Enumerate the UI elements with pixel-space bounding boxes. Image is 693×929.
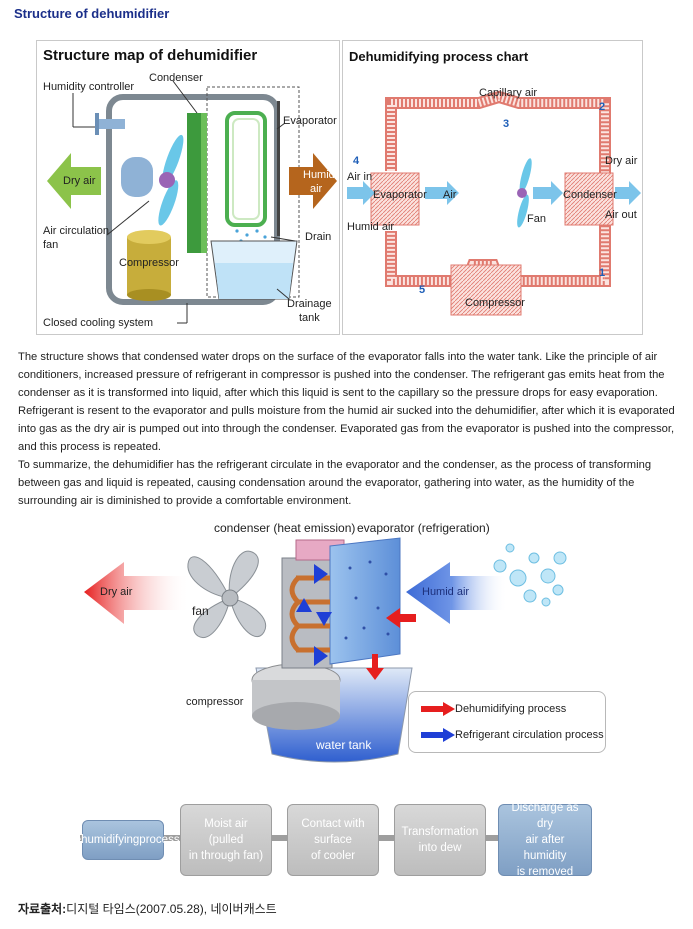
label-air-circulation-fan-2: fan <box>43 239 59 251</box>
structure-map-title: Structure map of dehumidifier <box>43 47 258 64</box>
label-drainage-tank-1: Drainage <box>287 298 332 310</box>
flow-step-3-line-2: surface <box>314 834 352 846</box>
source-text: 디지털 타임스(2007.05.28), 네이버캐스트 <box>66 902 277 916</box>
label-air-out: Air out <box>605 209 637 221</box>
process-chart-diagram <box>347 90 641 316</box>
label-air: Air <box>443 189 457 201</box>
label-humid-air-1: Humid <box>303 169 335 181</box>
label-drainage-tank-2: tank <box>299 312 320 324</box>
label-humidity-controller: Humidity controller <box>43 81 135 93</box>
label-compressor-chart: Compressor <box>465 297 525 309</box>
label-dry-air: Dry air <box>63 175 96 187</box>
flow-step-transformation-dew: Transformation into dew <box>394 804 486 876</box>
flow-step-discharge-dry-air: Discharge as dry air after humidity is r… <box>498 802 592 878</box>
label-condenser: Condenser <box>149 72 203 84</box>
flow-step-2-line-2: (pulled <box>208 834 244 846</box>
illustration-graphic <box>84 537 567 763</box>
label-num-1: 1 <box>599 267 606 279</box>
label-drain: Drain <box>305 231 332 243</box>
label-humid-air-chart: Humid air <box>347 221 395 233</box>
label-compressor: Compressor <box>119 257 179 269</box>
description-paragraph-2: To summarize, the dehumidifier has the r… <box>18 459 652 507</box>
label-water-tank: water tank <box>316 738 372 752</box>
label-num-3: 3 <box>503 118 510 130</box>
label-num-4: 4 <box>353 155 360 167</box>
label-compressor-illustration: compressor <box>186 696 244 708</box>
label-fan-illustration: fan <box>192 604 209 618</box>
label-air-circulation-fan-1: Air circulation <box>43 225 110 237</box>
label-condenser-heat: condenser (heat emission) <box>214 521 356 535</box>
flow-step-4-line-1: Transformation <box>401 826 479 838</box>
label-evaporator-refrigeration: evaporator (refrigeration) <box>357 521 490 535</box>
legend-dehumidifying-label: Dehumidifying process <box>455 703 567 715</box>
process-chart-panel: Dehumidifying process chart Capillary ai… <box>342 40 643 335</box>
description-paragraph-1: The structure shows that condensed water… <box>18 351 675 453</box>
label-num-2: 2 <box>599 101 606 113</box>
flow-step-2-line-1: Moist air <box>204 818 248 830</box>
process-chart-title: Dehumidifying process chart <box>349 49 529 64</box>
flow-step-5-line-2: air after humidity <box>523 834 567 862</box>
label-humid-air-2: air <box>310 183 323 195</box>
flow-step-2-line-3: in through fan) <box>188 850 264 862</box>
label-evaporator: Evaporator <box>283 115 337 127</box>
legend-box: Dehumidifying process Refrigerant circul… <box>408 691 606 753</box>
label-fan: Fan <box>527 213 546 225</box>
flow-step-1-line-1: Dehumidifying <box>66 834 140 846</box>
label-closed-cooling-system: Closed cooling system <box>43 317 154 329</box>
label-capillary-air: Capillary air <box>479 87 538 99</box>
flow-step-3-line-1: Contact with <box>301 818 365 830</box>
flow-step-4-line-2: into dew <box>418 842 462 854</box>
label-num-5: 5 <box>419 284 426 296</box>
flow-step-1-line-2: process <box>139 834 180 846</box>
structure-map-panel: Structure map of dehumidifier <box>36 40 340 335</box>
description-text: The structure shows that condensed water… <box>18 348 678 510</box>
label-condenser-chart: Condenser <box>563 189 617 201</box>
flow-step-dehumidifying-process: Dehumidifying process <box>66 820 180 860</box>
legend-refrigerant-label: Refrigerant circulation process <box>455 729 604 741</box>
source-label: 자료출처: <box>18 902 67 916</box>
legend-red-arrow-icon <box>421 702 455 716</box>
label-dry-air-illustration: Dry air <box>100 586 133 598</box>
source-citation: 자료출처:디지털 타임스(2007.05.28), 네이버캐스트 <box>18 900 277 917</box>
legend-blue-arrow-icon <box>421 728 455 742</box>
structure-map-diagram <box>47 80 337 324</box>
flow-step-3-line-3: of cooler <box>310 850 356 862</box>
label-air-in: Air in <box>347 171 373 183</box>
flow-step-contact-cooler: Contact with surface of cooler <box>287 804 379 876</box>
dehumidifier-illustration: condenser (heat emission) evaporator (re… <box>60 518 660 788</box>
flow-step-5-line-3: is removed <box>516 866 574 878</box>
page-header-title: Structure of dehumidifier <box>14 6 170 21</box>
label-dry-air-chart: Dry air <box>605 155 638 167</box>
flow-step-5-line-1: Discharge as dry <box>511 802 579 830</box>
label-evaporator-chart: Evaporator <box>373 189 427 201</box>
flow-step-moist-air: Moist air (pulled in through fan) <box>180 804 272 876</box>
label-humid-air-illustration: Humid air <box>422 586 470 598</box>
